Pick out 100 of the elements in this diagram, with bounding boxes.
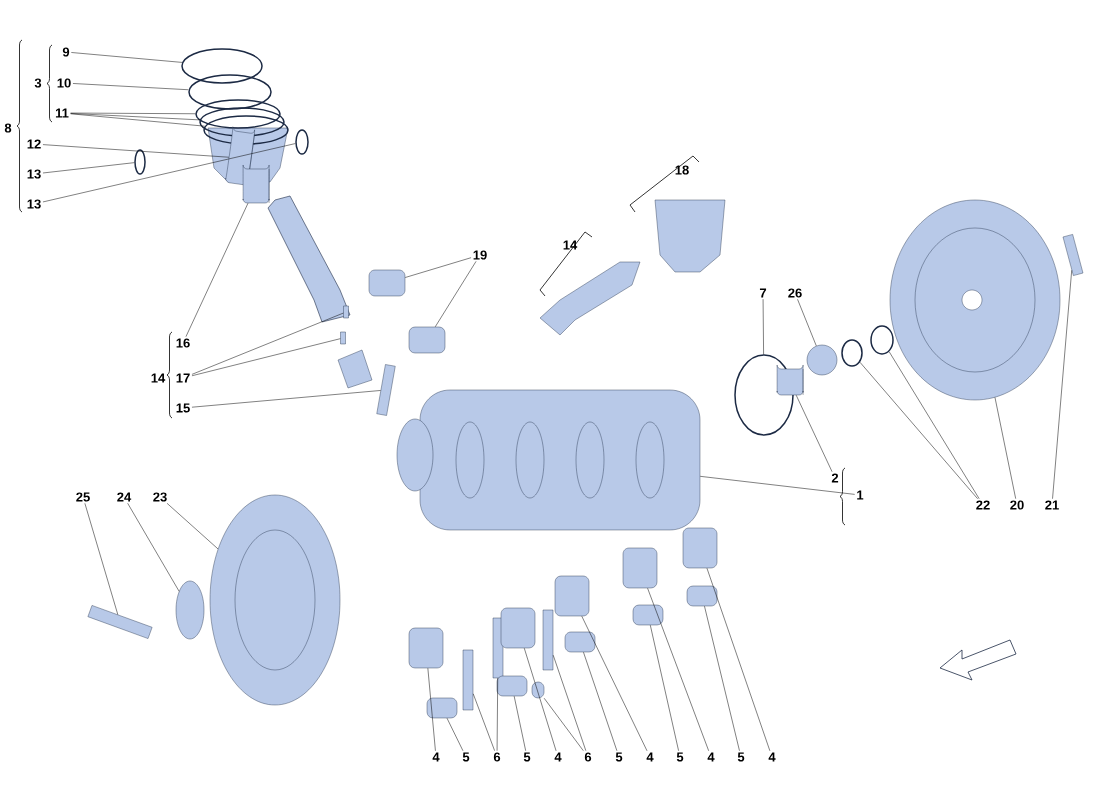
bushing [225,126,255,186]
leader-line [71,52,183,63]
flywheel-drawing [889,199,1061,401]
callout-number: 13 [27,199,41,209]
leader-line [795,394,833,472]
callout-number: 13 [27,169,41,179]
leader-line [543,697,584,751]
ring [199,107,285,137]
ring [870,325,894,355]
leader-line [42,144,230,158]
bearing-shell [408,326,446,354]
callout-number: 23 [153,492,167,502]
ring [188,74,272,110]
callout-number: 5 [462,752,470,762]
bearing-shell [531,681,545,699]
callout-number: 6 [493,752,501,762]
leader-line [42,162,135,174]
leader-line [70,112,196,114]
leader-line [70,113,205,127]
leader-line [1052,270,1072,499]
bearing-shell [622,547,658,589]
callout-number: 5 [615,752,623,762]
callout-number: 5 [676,752,684,762]
washer [542,609,554,671]
leader-line [647,587,709,752]
callout-number: 3 [34,78,42,88]
callout-number: 9 [62,47,70,57]
pulley-drawing [209,494,341,706]
bearing-shell [426,697,458,719]
callout-number: 8 [4,123,12,133]
washer [175,580,205,640]
leader-line [435,261,477,328]
callout-number: 17 [176,373,190,383]
leader-line [552,654,587,751]
ring [195,99,281,129]
callout-number: 26 [788,288,802,298]
leader-line [127,503,180,592]
callout-number: 12 [27,139,41,149]
leader-line [581,615,648,752]
leader-line [427,667,436,752]
bolt [340,331,346,345]
leader-line [472,693,495,751]
leader-line [446,717,464,751]
leader-line [191,338,341,376]
callout-number: 4 [646,752,654,762]
callout-number: 25 [76,492,90,502]
callout-number: 4 [554,752,562,762]
leader-line [191,390,381,408]
bearing-shell [554,575,590,617]
leader-line [650,624,679,751]
leader-line [704,605,740,751]
callout-number: 1 [857,490,864,500]
callout-number: 19 [473,250,487,260]
ring [181,48,263,84]
callout-number: 11 [55,108,69,118]
leader-line [185,202,249,337]
washer [462,649,474,711]
callout-number: 22 [976,500,990,510]
leader-line [84,503,119,615]
leader-line [797,299,817,347]
leader-line [166,503,219,550]
bolt [1062,234,1084,276]
leader-line [404,257,472,278]
bearing-shell [368,269,406,297]
callout-number: 5 [523,752,531,762]
leader-line [994,397,1016,499]
leader-line [524,647,557,752]
callout-number: 4 [432,752,440,762]
washer [492,617,504,679]
leader-line [859,362,978,499]
callout-number: 21 [1045,500,1059,510]
bolt [343,305,349,319]
ring [134,149,146,175]
bolt [376,364,396,416]
callout-number: 20 [1010,500,1024,510]
bushing [776,364,804,396]
bearing-shell [632,604,664,626]
bearing-shell [496,675,528,697]
bearing [806,344,838,376]
leader-line [42,143,296,203]
bolt [87,605,153,639]
callout-number: 15 [176,403,190,413]
ring [295,129,309,155]
ring [841,339,863,367]
leader-line [583,651,618,751]
callout-number: 14 [563,240,578,250]
callout-number: 24 [117,492,132,502]
leader-line [496,677,498,751]
callout-number: 5 [737,752,745,762]
callout-number: 4 [707,752,715,762]
callout-number: 7 [759,288,767,298]
callout-number: 2 [831,473,839,483]
callout-number: 14 [151,373,166,383]
leader-line [513,695,526,751]
crankshaft-drawing [396,389,701,531]
bearing-shell [564,631,596,653]
leader-line [888,351,980,499]
callout-number: 10 [57,78,71,88]
callout-number: 6 [584,752,592,762]
leader-line [706,567,771,752]
